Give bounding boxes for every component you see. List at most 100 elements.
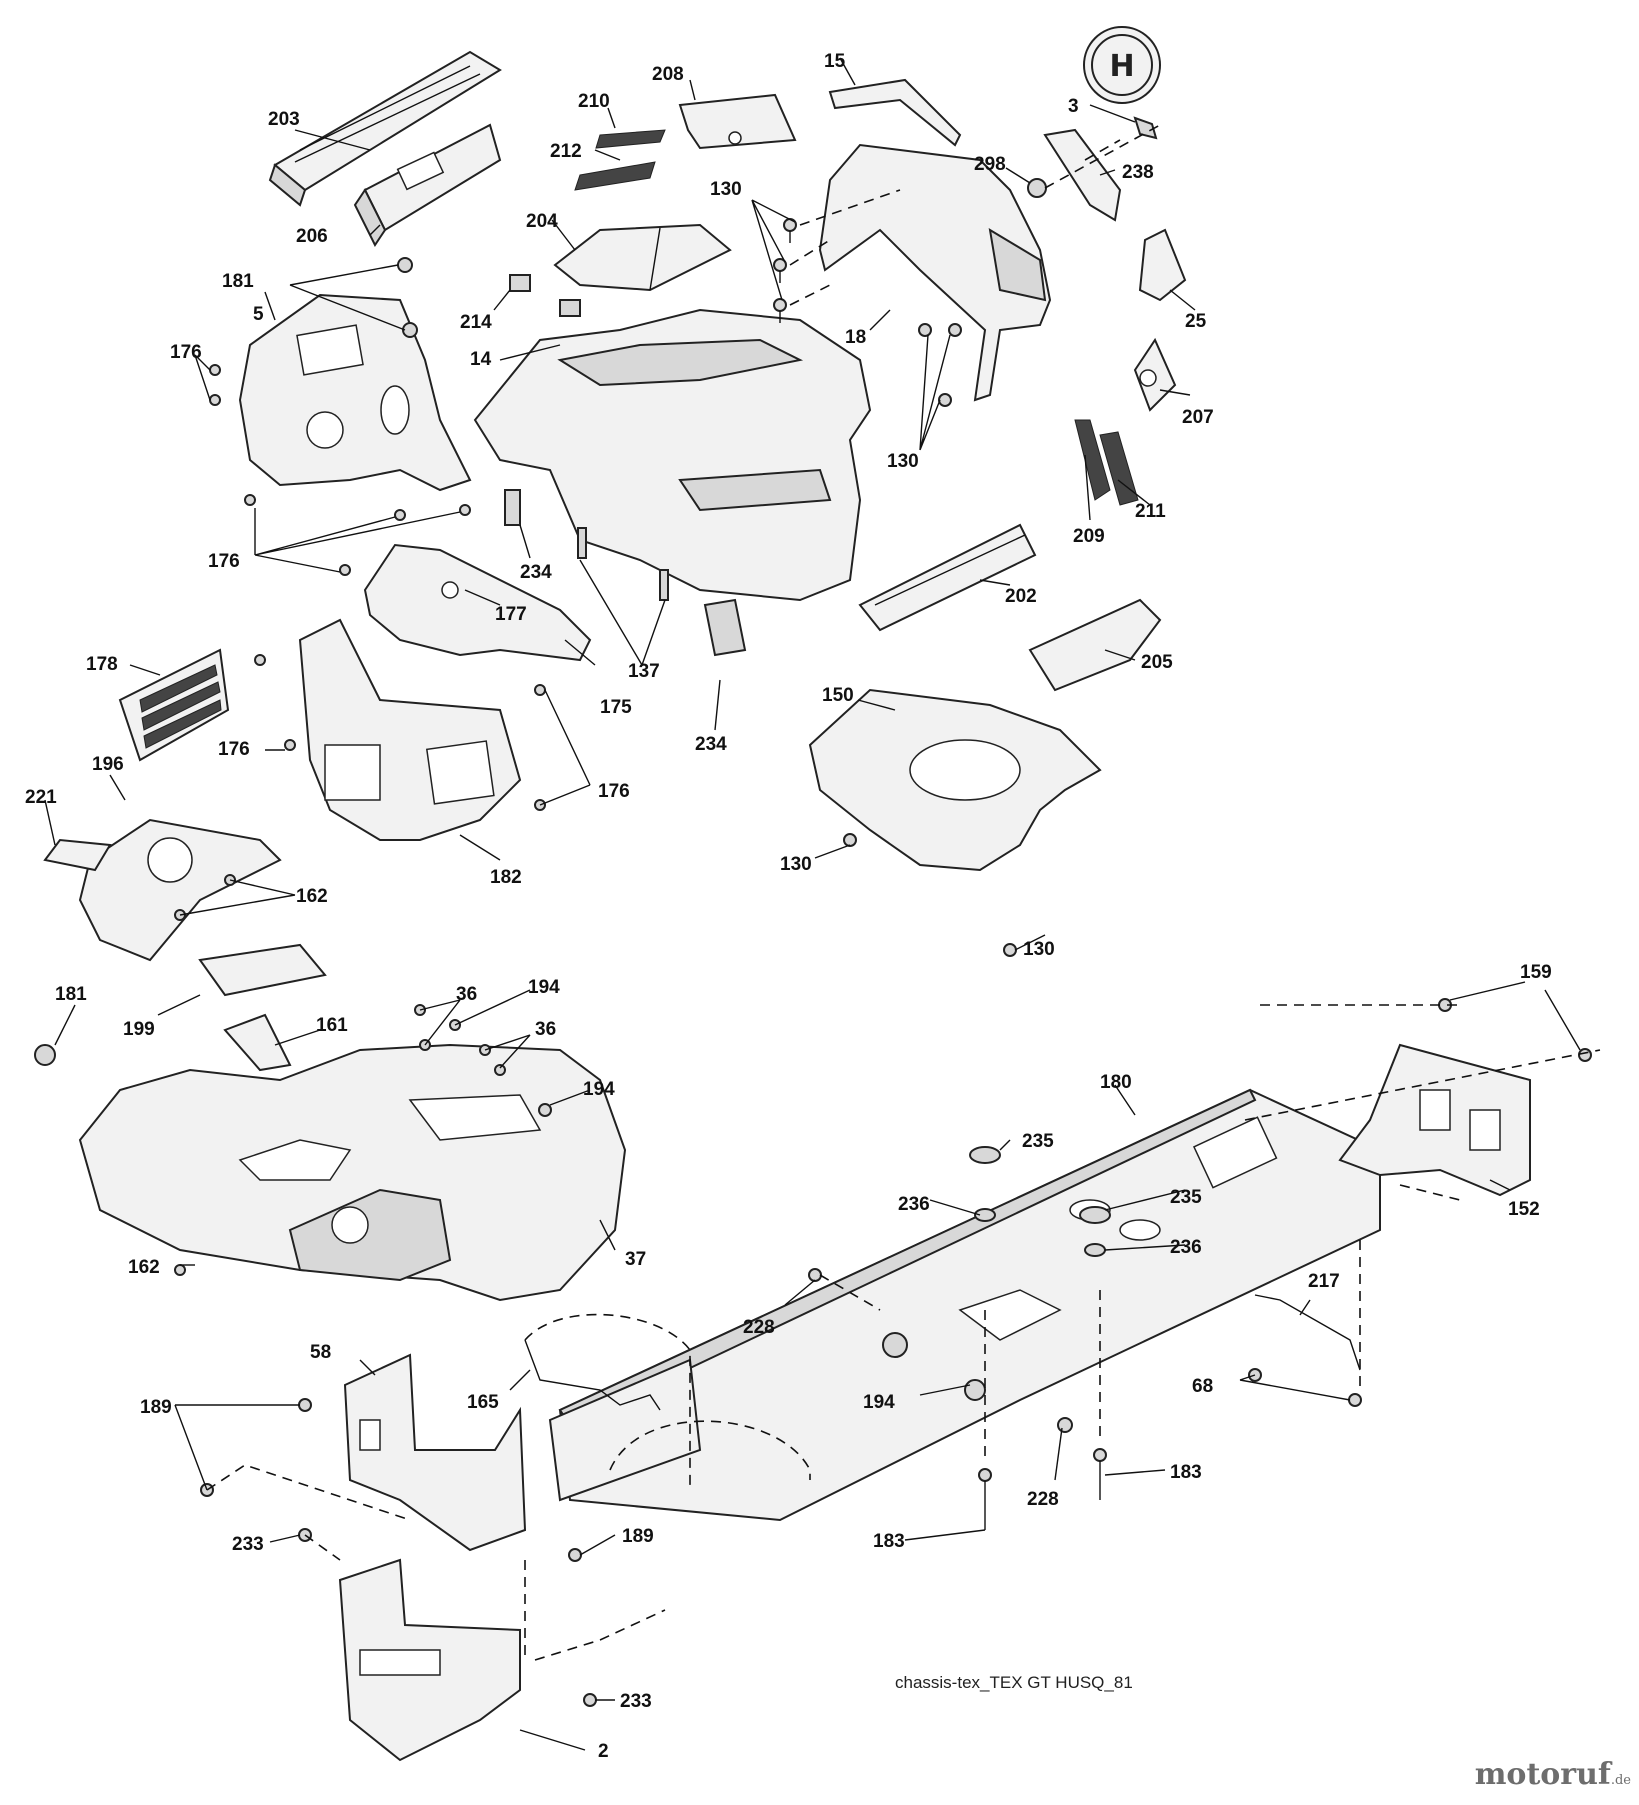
part-label: 202	[1005, 586, 1037, 607]
rear-bracket-part	[1338, 1043, 1531, 1197]
part-label: 228	[743, 1317, 775, 1338]
part-label: 234	[695, 734, 727, 755]
part-label: 298	[974, 154, 1006, 175]
part-label: 214	[460, 312, 492, 333]
bushing-part	[969, 1146, 1001, 1164]
part-label: 204	[526, 211, 558, 232]
part-label: 150	[822, 685, 854, 706]
part-label: 238	[1122, 162, 1154, 183]
part-label: 176	[208, 551, 240, 572]
part-label: 176	[170, 342, 202, 363]
part-label: 228	[1027, 1489, 1059, 1510]
watermark-logo: motoruf.de	[1475, 1757, 1631, 1792]
part-label: 183	[873, 1531, 905, 1552]
side-grille-parts	[574, 129, 666, 191]
watermark-text: motoruf	[1474, 1757, 1611, 1792]
part-label: 165	[467, 1392, 499, 1413]
part-label: 233	[620, 1691, 652, 1712]
lower-bracket-part	[338, 1558, 521, 1762]
front-grille-lower-part	[858, 523, 1037, 632]
part-label: 206	[296, 226, 328, 247]
guard-part	[223, 1013, 292, 1072]
hood-part	[473, 308, 872, 602]
left-bracket-part	[343, 1353, 527, 1552]
part-label: 236	[898, 1194, 930, 1215]
part-label: 130	[710, 179, 742, 200]
part-label: 162	[296, 886, 328, 907]
part-label: 194	[583, 1079, 615, 1100]
part-label: 3	[1068, 96, 1079, 117]
clip-part	[509, 274, 531, 292]
part-label: 235	[1022, 1131, 1054, 1152]
diagram-caption: chassis-tex_TEX GT HUSQ_81	[895, 1673, 1133, 1692]
lens-part	[1043, 128, 1122, 222]
part-label: 236	[1170, 1237, 1202, 1258]
trim-strip-part	[828, 78, 962, 147]
part-label: 212	[550, 141, 582, 162]
part-label: 175	[600, 697, 632, 718]
cover-plate-part	[198, 943, 327, 997]
rear-fender-part	[78, 1043, 627, 1302]
bumper-trim-part	[1028, 598, 1162, 692]
part-label: 130	[887, 451, 919, 472]
part-label: 183	[1170, 1462, 1202, 1483]
part-label: 234	[520, 562, 552, 583]
part-label: 181	[222, 271, 254, 292]
grille-bracket-part	[353, 123, 502, 247]
part-label: 180	[1100, 1072, 1132, 1093]
part-label: 5	[253, 304, 264, 325]
part-label: 15	[824, 51, 846, 72]
part-label: 176	[218, 739, 250, 760]
grommet-part	[1027, 178, 1047, 198]
bushing-part	[1079, 1206, 1111, 1224]
headlight-part	[1133, 337, 1177, 412]
part-label: 130	[780, 854, 812, 875]
part-label: 176	[598, 781, 630, 802]
part-label: 58	[310, 1342, 332, 1363]
part-label: 235	[1170, 1187, 1202, 1208]
part-label: 162	[128, 1257, 160, 1278]
main-frame-part	[548, 1088, 1381, 1522]
part-label: 2	[598, 1741, 609, 1762]
top-cover-part	[553, 223, 732, 292]
part-label: 209	[1073, 526, 1105, 547]
part-label: 211	[1135, 501, 1166, 522]
pad-part	[659, 569, 669, 601]
part-label: 207	[1182, 407, 1214, 428]
decal-part	[43, 838, 112, 872]
vent-panel-part	[118, 648, 230, 762]
part-label: 152	[1508, 1199, 1540, 1220]
clip-part	[559, 299, 581, 317]
lower-grille-part	[1099, 431, 1139, 506]
assembly-lines	[206, 124, 1601, 1661]
part-label: 25	[1185, 311, 1207, 332]
part-label: 208	[652, 64, 684, 85]
bushing-part	[1084, 1243, 1106, 1257]
part-label: 199	[123, 1019, 155, 1040]
part-label: 159	[1520, 962, 1552, 983]
leader-lines	[44, 57, 1581, 1751]
part-label: 130	[1023, 939, 1055, 960]
seat-pod-part	[78, 818, 282, 962]
corner-trim-part	[1138, 228, 1187, 302]
part-label: 137	[628, 661, 660, 682]
part-label: 182	[490, 867, 522, 888]
rod-part	[524, 1339, 661, 1411]
pad-part	[504, 489, 521, 526]
part-label: 18	[845, 327, 867, 348]
dash-lower-part	[298, 618, 522, 841]
floor-tray-part	[808, 688, 1102, 872]
dash-upper-part	[238, 293, 472, 492]
pad-part	[577, 527, 587, 559]
part-label: 189	[622, 1526, 654, 1547]
part-label: 189	[140, 1397, 172, 1418]
brand-badge-part: H	[1083, 26, 1161, 140]
part-label: 210	[578, 91, 610, 112]
part-label: 233	[232, 1534, 264, 1555]
lower-grille-part	[1074, 419, 1111, 501]
part-label: 161	[316, 1015, 348, 1036]
front-grille-part	[268, 50, 502, 207]
part-label: 14	[470, 349, 492, 370]
